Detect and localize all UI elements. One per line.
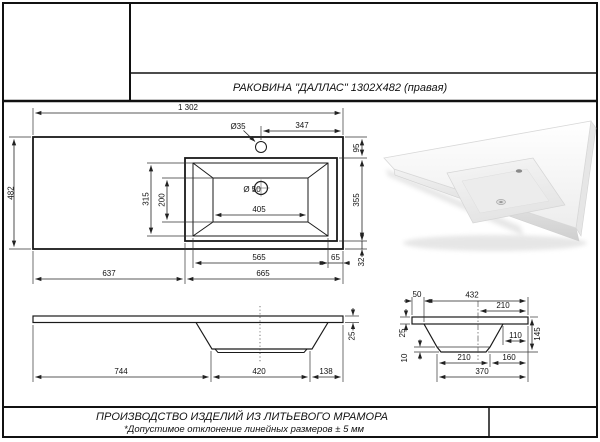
section-extension-lines (400, 297, 538, 382)
dim-drain-dia-label: Ø 50 (243, 185, 261, 194)
section-dimension-lines (403, 298, 535, 380)
dim-side-right-span-label: 138 (319, 367, 333, 376)
dim-section-bottom-span-label: 370 (475, 367, 489, 376)
faucet-hole (255, 141, 267, 153)
page-border (2, 2, 598, 438)
dim-basin-inner-width-label: 565 (252, 253, 266, 262)
dim-section-rim-to-edge-label: 110 (509, 331, 522, 340)
drain-center-marks (252, 179, 270, 197)
side-basin-profile (195, 322, 329, 350)
drawing-title: РАКОВИНА "ДАЛЛАС" 1302Х482 (правая) (233, 82, 448, 94)
photo-shadow (403, 235, 587, 251)
dim-section-edge-thickness-label: 25 (398, 328, 407, 337)
title-block: РАКОВИНА "ДАЛЛАС" 1302Х482 (правая) (2, 2, 598, 438)
sink-basin-floor (461, 168, 550, 214)
basin-outer-rim (184, 157, 338, 242)
dim-basin-span-label: 665 (256, 269, 270, 278)
photo-faucet-hole (515, 169, 523, 173)
dim-section-base-lip-label: 10 (400, 353, 409, 362)
dim-section-top-span-label: 432 (465, 291, 479, 300)
footer-line2: *Допустимое отклонение линейных размеров… (124, 424, 365, 435)
dim-section-bottom-right-label: 160 (502, 353, 516, 362)
top-view-extension-lines (9, 108, 367, 284)
dim-rim-to-edge-label: 65 (331, 253, 340, 262)
footer-line1: ПРОИЗВОДСТВО ИЗДЕЛИЙ ИЗ ЛИТЬЕВОГО МРАМОР… (96, 410, 388, 423)
section-view: 50 432 210 25 110 145 10 210 160 370 (398, 290, 542, 382)
dim-basin-inner-depth-label: 315 (142, 192, 151, 206)
dim-left-deck-label: 637 (102, 269, 116, 278)
side-view-extension-lines (32, 315, 359, 382)
dim-faucet-offset-label: 347 (295, 121, 309, 130)
dim-section-total-depth-label: 145 (533, 327, 542, 341)
photo-drain-center (499, 201, 503, 203)
dim-side-edge-thickness-label: 25 (348, 331, 357, 340)
product-photo (383, 120, 597, 251)
dim-bottom-flat-width-label: 405 (252, 205, 266, 214)
dim-side-left-span-label: 744 (114, 367, 128, 376)
dim-section-half-span-label: 210 (496, 301, 510, 310)
dim-basin-outer-depth-label: 355 (352, 193, 361, 207)
basin-bottom-flat (212, 177, 309, 223)
side-view: 25 744 420 138 (32, 306, 359, 382)
dim-section-bottom-left-label: 210 (457, 353, 471, 362)
section-slab (411, 316, 529, 325)
side-view-dimension-lines (35, 308, 356, 380)
basin-corner-slopes (192, 162, 329, 237)
section-basin-profile (423, 323, 504, 353)
footer-block: ПРОИЗВОДСТВО ИЗДЕЛИЙ ИЗ ЛИТЬЕВОГО МРАМОР… (3, 406, 597, 437)
dim-section-back-offset-label: 50 (413, 290, 422, 299)
basin-inner-rim (192, 162, 329, 237)
top-view: 1 302 347 Ø35 482 95 355 32 315 200 405 … (7, 103, 367, 284)
countertop-outline (32, 136, 344, 250)
dim-faucet-dia-label: Ø35 (230, 122, 246, 131)
dim-bottom-flat-depth-label: 200 (158, 193, 167, 207)
dim-overall-depth-label: 482 (7, 186, 16, 200)
dim-deck-front-label: 32 (357, 257, 366, 266)
top-view-dimension-lines (11, 110, 365, 282)
dim-overall-width-label: 1 302 (178, 103, 199, 112)
dim-side-bottom-span-label: 420 (252, 367, 266, 376)
side-basin-lip (214, 348, 308, 353)
dim-deck-back-label: 95 (352, 143, 361, 152)
side-slab (32, 315, 344, 324)
